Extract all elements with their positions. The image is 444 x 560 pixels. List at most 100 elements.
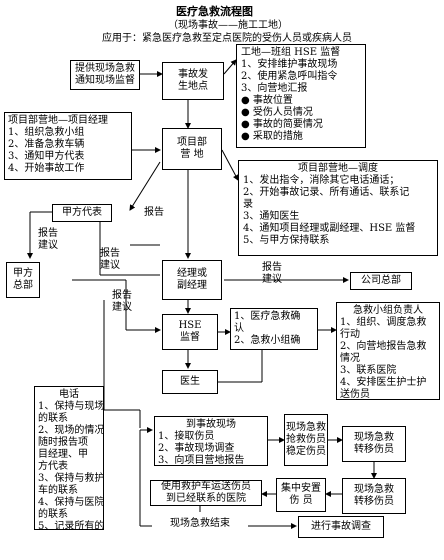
doc-task-line: 1、医疗急救确 bbox=[234, 311, 301, 322]
doctor-label: 医生 bbox=[180, 376, 200, 387]
arrive-heading: 到事故现场 bbox=[186, 419, 236, 430]
arrive-item: 2、事故现场调查 bbox=[158, 443, 235, 454]
page-title: 医疗急救流程图 bbox=[176, 5, 253, 18]
team-leader-item: 4、安排医生护士护 bbox=[340, 377, 427, 388]
label-line: 建议 bbox=[112, 302, 132, 313]
phone-item: 随时报告项 bbox=[38, 437, 88, 448]
site-hse-item: ● 采取的措施 bbox=[241, 131, 303, 142]
report-suggest-label-4: 报告 建议 bbox=[112, 290, 132, 314]
team-leader-item: 2、向营地报告急救 bbox=[340, 341, 427, 352]
phone-item: 2、现场的情况 bbox=[38, 425, 104, 436]
dispatch-item: 1、发出指令，消除其它电话通话； bbox=[243, 175, 400, 186]
team-leader-item: 情况 bbox=[340, 353, 360, 364]
doc-task-line: 2、急救小组确 bbox=[234, 335, 301, 346]
team-leader-box: 急救小组负责人 1、组织、调度急救 行动 2、向营地报告急救 情况 3、联系医院… bbox=[336, 302, 440, 400]
hse-line2: 监督 bbox=[180, 332, 200, 343]
phone-item: 的联系 bbox=[38, 413, 68, 424]
transfer2-line2: 转移伤员 bbox=[354, 496, 394, 507]
phone-item: 方代表 bbox=[38, 461, 68, 472]
arrive-site-box: 到事故现场 1、接取伤员 2、事故现场调查 3、向项目营地报告 bbox=[154, 416, 268, 466]
ambulance-box: 使用救护车运送伤员 到已经联系的医院 bbox=[150, 480, 262, 506]
gather-line2: 伤 员 bbox=[289, 495, 313, 506]
site-hse-item: 1、安排维护事故现场 bbox=[241, 59, 338, 70]
team-leader-item: 送伤员 bbox=[340, 389, 370, 400]
team-leader-heading: 急救小组负责人 bbox=[353, 305, 423, 316]
site-hse-heading: 工地—班组 HSE 监督 bbox=[241, 47, 341, 58]
label-line: 建议 bbox=[100, 260, 120, 271]
site-hse-box: 工地—班组 HSE 监督 1、安排维护事故现场 2、使用紧急呼叫指令 3、向营地… bbox=[236, 44, 366, 148]
dispatch-item: 3、通知医生 bbox=[243, 211, 300, 222]
scope-note: 应用于：紧急医疗急救至定点医院的受伤人员或疾病人员 bbox=[102, 33, 352, 44]
owner-hq-line2: 总部 bbox=[13, 280, 33, 291]
phone-item: 车的联系 bbox=[38, 485, 78, 496]
doc-task-line: 认 bbox=[234, 323, 244, 334]
report-site-line1: 提供现场急救 bbox=[75, 63, 135, 74]
team-leader-item: 1、组织、调度急救 bbox=[340, 317, 427, 328]
ambulance-line1: 使用救护车运送伤员 bbox=[161, 481, 251, 492]
transfer-box-2: 现场急救 转移伤员 bbox=[342, 478, 406, 514]
report-suggest-label-3: 报告 建议 bbox=[262, 262, 282, 286]
phone-item: 4、保持与医院 bbox=[38, 497, 104, 508]
gather-line1: 集中安置 bbox=[281, 483, 321, 494]
first-aid-line: 抢救伤员 bbox=[286, 434, 326, 445]
phone-heading: 电话 bbox=[59, 389, 79, 400]
dispatch-item: 5、与甲方保持联系 bbox=[243, 235, 330, 246]
page-subtitle: （现场事故——施工工地） bbox=[168, 20, 288, 31]
owner-rep-label: 甲方代表 bbox=[62, 207, 102, 218]
gather-box: 集中安置 伤 员 bbox=[276, 478, 326, 512]
dispatch-item: 4、通知项目经理或副经理、HSE 监督 bbox=[243, 223, 416, 234]
pm-item: 3、通知甲方代表 bbox=[8, 151, 85, 162]
team-leader-item: 3、联系医院 bbox=[340, 365, 397, 376]
first-aid-end-label: 现场急救结束 bbox=[170, 518, 230, 529]
owner-rep-box: 甲方代表 bbox=[52, 204, 112, 222]
phone-box: 电话 1、保持与现场 的联系 2、现场的情况 随时报告项 目经理、甲 方代表 3… bbox=[34, 386, 104, 530]
label-line: 报告 bbox=[100, 248, 120, 259]
doctor-box: 医生 bbox=[162, 370, 218, 394]
project-camp-line2: 营 地 bbox=[180, 149, 204, 160]
pm-item: 1、组织急救小组 bbox=[8, 127, 85, 138]
transfer1-line2: 转移伤员 bbox=[354, 444, 394, 455]
investigate-box: 进行事故调查 bbox=[298, 516, 384, 538]
phone-item: 1、保持与现场 bbox=[38, 401, 104, 412]
report-suggest-label-2: 报告 建议 bbox=[100, 248, 120, 272]
report-suggest-label: 报告 建议 bbox=[38, 228, 58, 252]
company-hq-label: 公司总部 bbox=[361, 275, 401, 286]
phone-item: 5、记录所有的 bbox=[38, 521, 104, 530]
dispatch-box: 项目部营地—调度 1、发出指令，消除其它电话通话； 2、开始事故记录、所有通话、… bbox=[238, 160, 438, 256]
transfer-box-1: 现场急救 转移伤员 bbox=[342, 426, 406, 462]
company-hq-box: 公司总部 bbox=[350, 272, 412, 290]
phone-item: 3、保持与救护 bbox=[38, 473, 104, 484]
owner-hq-box: 甲方 总部 bbox=[6, 262, 40, 298]
first-aid-line: 现场急救 bbox=[286, 422, 326, 433]
transfer1-line1: 现场急救 bbox=[354, 432, 394, 443]
site-hse-item: ● 受伤人员情况 bbox=[241, 107, 313, 118]
arrive-item: 3、向项目营地报告 bbox=[158, 455, 245, 466]
doctor-tasks-box: 1、医疗急救确 认 2、急救小组确 bbox=[230, 308, 318, 350]
pm-heading: 项目部营地—项目经理 bbox=[8, 115, 108, 126]
site-hse-item: ● 事故位置 bbox=[241, 95, 293, 106]
pm-item: 4、开始事故工作 bbox=[8, 163, 85, 174]
project-camp-line1: 项目部 bbox=[177, 137, 207, 148]
accident-site-box: 事故发 生地点 bbox=[162, 62, 224, 100]
accident-site-line2: 生地点 bbox=[178, 81, 208, 92]
project-camp-box: 项目部 营 地 bbox=[162, 128, 222, 170]
report-label: 报告 bbox=[144, 207, 164, 218]
phone-item: 目经理、甲 bbox=[38, 449, 88, 460]
team-leader-item: 行动 bbox=[340, 329, 360, 340]
label-line: 报告 bbox=[38, 228, 58, 239]
report-site-line2: 通知现场监督 bbox=[75, 75, 135, 86]
label-line: 报告 bbox=[262, 262, 282, 273]
site-hse-item: 2、使用紧急呼叫指令 bbox=[241, 71, 338, 82]
accident-site-line1: 事故发 bbox=[178, 69, 208, 80]
site-hse-item: ● 事故的简要情况 bbox=[241, 119, 323, 130]
manager-line2: 副经理 bbox=[177, 280, 207, 291]
project-manager-box: 项目部营地—项目经理 1、组织急救小组 2、准备急救车辆 3、通知甲方代表 4、… bbox=[4, 112, 132, 180]
ambulance-line2: 到已经联系的医院 bbox=[166, 493, 246, 504]
dispatch-item: 录 bbox=[243, 199, 253, 210]
investigate-label: 进行事故调查 bbox=[311, 521, 371, 532]
label-line: 报告 bbox=[112, 290, 132, 301]
dispatch-heading: 项目部营地—调度 bbox=[298, 163, 378, 174]
site-hse-item: 3、向营地汇报 bbox=[241, 83, 308, 94]
